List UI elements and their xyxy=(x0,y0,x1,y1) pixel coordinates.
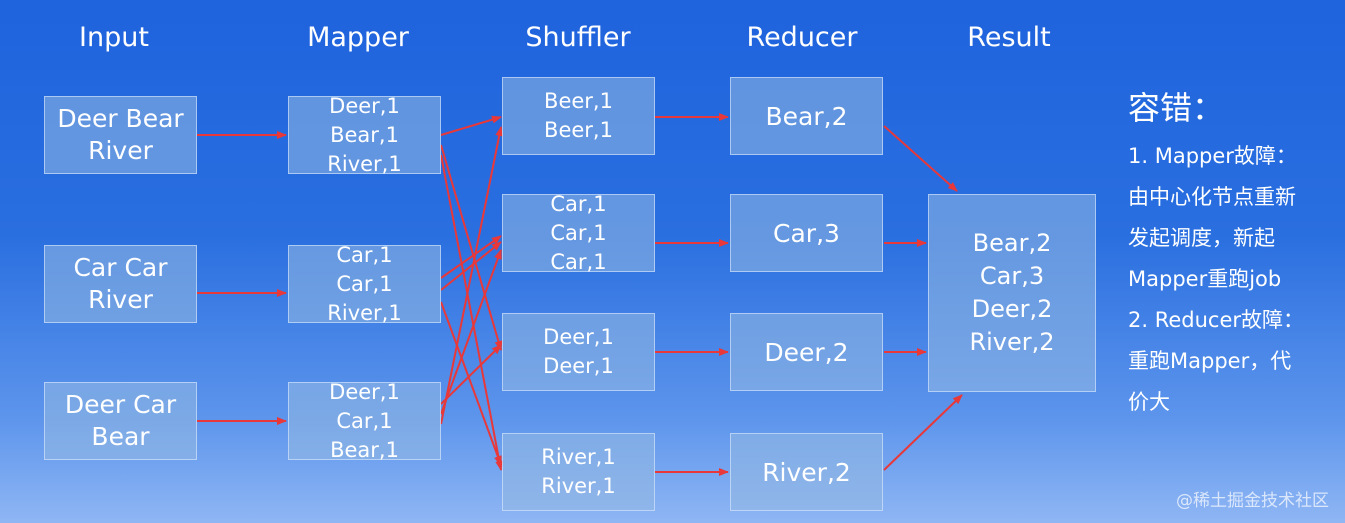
result-line: Bear,2 xyxy=(972,229,1052,257)
mapper-line: River,1 xyxy=(327,151,402,176)
input-line: River xyxy=(88,136,153,165)
shuffler-line: River,1 xyxy=(541,474,616,498)
shuffler-line: Beer,1 xyxy=(544,89,613,113)
note-title: 容错： xyxy=(1128,89,1225,127)
mapper-line: Bear,1 xyxy=(330,122,399,147)
arrow-reducer1-result xyxy=(883,125,958,192)
header-reducer: Reducer xyxy=(746,22,858,53)
result-line: Car,3 xyxy=(979,262,1045,290)
mapper-line: Car,1 xyxy=(336,271,393,296)
header-result: Result xyxy=(967,22,1051,53)
result-line: Deer,2 xyxy=(971,295,1053,323)
mapper-box-1: Deer,1 Bear,1 River,1 xyxy=(288,94,441,176)
shuffler-line: Deer,1 xyxy=(543,354,614,378)
mapper-box-3: Deer,1 Car,1 Bear,1 xyxy=(288,380,441,462)
watermark: @稀土掘金技术社区 xyxy=(1176,491,1329,511)
shuffler-line: Car,1 xyxy=(550,249,607,274)
input-line: Deer Car xyxy=(64,390,177,419)
result-box: Bear,2 Car,3 Deer,2 River,2 xyxy=(928,194,1096,392)
note-line: 由中心化节点重新 xyxy=(1128,185,1296,209)
input-box-1: Deer Bear River xyxy=(44,96,197,174)
mapper-line: River,1 xyxy=(327,300,402,325)
arrow-mapper3-shuffler2 xyxy=(440,249,502,415)
note-line: 发起调度，新起 xyxy=(1128,226,1275,250)
arrow-mapper2-shuffler2a xyxy=(440,235,502,279)
shuffler-box-3: Deer,1 Deer,1 xyxy=(502,313,655,391)
input-box-2: Car Car River xyxy=(44,245,197,323)
input-box-3: Deer Car Bear xyxy=(44,382,197,460)
reducer-value: Deer,2 xyxy=(764,337,849,367)
shuffler-box-1: Beer,1 Beer,1 xyxy=(502,77,655,155)
arrow-mapper1-shuffler3 xyxy=(440,144,503,351)
input-line: Deer Bear xyxy=(57,104,184,133)
shuffler-line: Deer,1 xyxy=(543,325,614,349)
note-line: 重跑Mapper，代 xyxy=(1128,349,1292,373)
shuffler-box-4: River,1 River,1 xyxy=(502,433,655,511)
fault-tolerance-note: 容错： 1. Mapper故障： 由中心化节点重新 发起调度，新起 Mapper… xyxy=(1128,86,1338,423)
arrow-mapper3-shuffler1 xyxy=(440,126,504,425)
mapper-line: Car,1 xyxy=(336,408,393,433)
note-line: 价大 xyxy=(1128,390,1170,414)
shuffler-line: River,1 xyxy=(541,445,616,469)
shuffler-box-2: Car,1 Car,1 Car,1 xyxy=(502,192,655,274)
reducer-box-1: Bear,2 xyxy=(730,77,883,155)
mapper-line: Car,1 xyxy=(336,242,393,267)
mapper-line: Deer,1 xyxy=(329,379,400,404)
input-line: Bear xyxy=(91,422,150,451)
shuffler-line: Beer,1 xyxy=(544,118,613,142)
note-line: 2. Reducer故障： xyxy=(1128,308,1305,332)
reducer-value: Bear,2 xyxy=(765,101,848,131)
note-line: Mapper重跑job xyxy=(1128,267,1282,291)
reducer-value: Car,3 xyxy=(773,218,840,248)
arrow-mapper2-shuffler4 xyxy=(440,301,502,466)
input-line: River xyxy=(88,285,153,314)
reducer-box-3: Deer,2 xyxy=(730,313,883,391)
shuffler-line: Car,1 xyxy=(550,220,607,245)
mapper-line: Bear,1 xyxy=(330,437,399,462)
reducer-box-2: Car,3 xyxy=(730,194,883,272)
result-line: River,2 xyxy=(969,328,1055,356)
mapper-box-2: Car,1 Car,1 River,1 xyxy=(288,243,441,325)
reducer-box-4: River,2 xyxy=(730,433,883,511)
shuffler-line: Car,1 xyxy=(550,191,607,216)
reducer-value: River,2 xyxy=(762,457,851,487)
mapper-line: Deer,1 xyxy=(329,93,400,118)
arrow-mapper1-shuffler4 xyxy=(440,154,504,471)
header-mapper: Mapper xyxy=(307,22,409,53)
header-input: Input xyxy=(79,22,149,53)
input-line: Car Car xyxy=(73,253,168,282)
arrow-mapper2-shuffler2b xyxy=(440,241,502,291)
header-shuffler: Shuffler xyxy=(525,22,631,53)
note-line: 1. Mapper故障： xyxy=(1128,144,1297,168)
arrow-mapper1-shuffler1 xyxy=(440,115,502,136)
arrow-reducer4-result xyxy=(883,394,963,471)
arrow-mapper3-shuffler3 xyxy=(440,344,502,405)
